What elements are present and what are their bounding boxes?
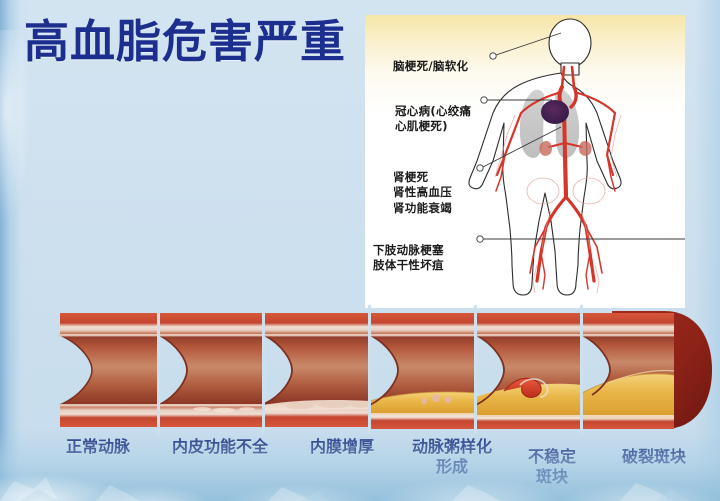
label-limb-ischemia: 下肢动脉梗塞 肢体干性坏疽 <box>373 243 444 273</box>
background-ice-band <box>0 429 720 501</box>
label-cerebral-infarction: 脑梗死/脑软化 <box>393 59 469 73</box>
artery-segment-normal <box>59 313 157 427</box>
background-right-gradient <box>694 0 720 501</box>
artery-segment-endothelial-dysfunction <box>159 313 262 427</box>
body-diagram-panel: 脑梗死/脑软化 冠心病(心绞痛 心肌梗死) 肾梗死 肾性高血压 肾功能衰竭 下肢… <box>365 15 685 308</box>
artery-segment-unstable-plaque <box>476 313 580 429</box>
leader-lines <box>482 32 685 240</box>
human-body-illustration <box>468 18 685 296</box>
artery-segment-ruptured-plaque <box>582 313 675 429</box>
kidneys-icon <box>539 141 592 156</box>
heart-icon <box>541 100 569 124</box>
page-title: 高血脂危害严重 <box>24 15 347 68</box>
background-left-wisp <box>0 30 34 230</box>
capillary-network <box>494 114 622 294</box>
leader-line-endpoints <box>476 52 497 243</box>
segment-separators <box>157 305 583 435</box>
artery-segment-intimal-thickening <box>264 313 368 427</box>
background-ice-chunks <box>0 477 690 501</box>
artery-segment-atherosclerosis <box>370 313 474 429</box>
label-renal-disease: 肾梗死 肾性高血压 肾功能衰竭 <box>393 170 452 215</box>
label-coronary-disease: 冠心病(心绞痛 心肌梗死) <box>395 104 472 134</box>
artery-progression-illustration <box>59 305 712 435</box>
body-outline <box>468 18 622 296</box>
